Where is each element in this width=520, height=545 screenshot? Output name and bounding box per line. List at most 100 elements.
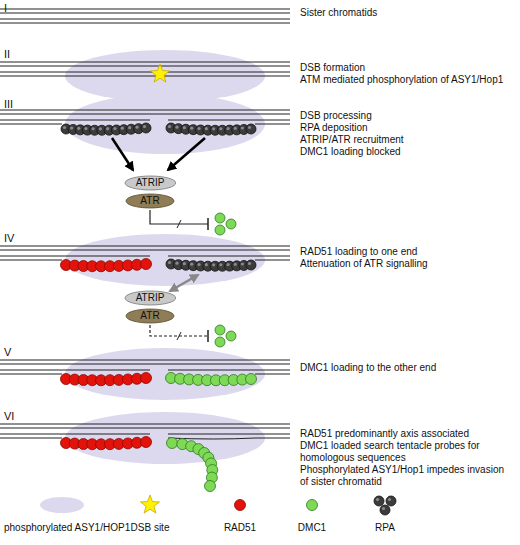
rpa-chain bbox=[61, 123, 151, 135]
phospho-axis-halo bbox=[65, 234, 265, 286]
dna-strand bbox=[0, 13, 290, 14]
panel-note: DSB processing bbox=[300, 110, 515, 122]
panel-number: II bbox=[4, 48, 10, 60]
protein-name: ATR bbox=[125, 308, 175, 324]
legend-label: RPA bbox=[375, 522, 395, 534]
legend-swatch bbox=[40, 497, 84, 513]
inhibition-bar bbox=[207, 330, 209, 342]
panel-note: Attenuation of ATR signalling bbox=[300, 258, 515, 270]
protein-filament bbox=[166, 373, 257, 386]
protein-ellipse: ATRIP bbox=[124, 175, 177, 191]
inhibition-line bbox=[150, 210, 208, 224]
weak-arrow bbox=[170, 275, 198, 291]
panel-notes: RAD51 predominantly axis associatedDMC1 … bbox=[300, 428, 515, 488]
dna-strand bbox=[0, 256, 150, 257]
panel-notes: RAD51 loading to one endAttenuation of A… bbox=[300, 246, 515, 270]
protein-filament bbox=[167, 438, 218, 492]
legend-swatch bbox=[374, 496, 396, 515]
panel-note: RAD51 loading to one end bbox=[300, 246, 515, 258]
dna-strand bbox=[0, 62, 290, 63]
protein-ellipse: ATR bbox=[125, 193, 175, 209]
dna-strand bbox=[168, 256, 290, 257]
dna-strand bbox=[0, 428, 290, 429]
panel-number: III bbox=[4, 98, 13, 110]
phospho-axis-halo bbox=[65, 348, 265, 400]
panel-note: DMC1 loading blocked bbox=[300, 146, 515, 158]
protein-name: ATR bbox=[125, 193, 175, 209]
dna-strand bbox=[0, 76, 290, 77]
dna-strand bbox=[0, 250, 290, 251]
dmc1-protein bbox=[215, 225, 225, 235]
recruit-arrow bbox=[112, 138, 133, 170]
legend-label: RAD51 bbox=[224, 522, 256, 534]
panel-number: V bbox=[4, 346, 11, 358]
panel-number: VI bbox=[4, 410, 14, 422]
protein-name: ATRIP bbox=[124, 290, 177, 306]
panel-note: ATM mediated phosphorylation of ASY1/Hop… bbox=[300, 74, 515, 86]
panel-notes: DSB formationATM mediated phosphorylatio… bbox=[300, 62, 515, 86]
panel-number: I bbox=[4, 2, 7, 14]
break-mark bbox=[177, 220, 181, 228]
rpa-chain bbox=[166, 259, 256, 271]
panel-note: Phosphorylated ASY1/Hop1 impedes invasio… bbox=[300, 464, 515, 488]
panel-notes: DSB processingRPA depositionATRIP/ATR re… bbox=[300, 110, 515, 158]
inhibition-line bbox=[150, 325, 208, 336]
inhibition-bar bbox=[207, 218, 209, 230]
panel-note: ATRIP/ATR recruitment bbox=[300, 134, 515, 146]
dna-strand bbox=[255, 374, 290, 375]
dna-strand bbox=[0, 72, 290, 73]
dna-strand bbox=[0, 438, 62, 439]
dmc1-protein bbox=[215, 337, 225, 347]
legend-label: DMC1 bbox=[298, 522, 326, 534]
protein-filament bbox=[61, 259, 152, 272]
protein-ellipse: ATR bbox=[125, 308, 175, 324]
protein-filament bbox=[61, 373, 152, 386]
dna-strand bbox=[0, 66, 290, 67]
protein-name: ATRIP bbox=[124, 175, 177, 191]
dsb-star bbox=[151, 64, 170, 82]
dna-strand bbox=[0, 370, 150, 371]
panel-note: RPA deposition bbox=[300, 122, 515, 134]
legend-swatch bbox=[307, 500, 318, 511]
dna-strand bbox=[0, 434, 150, 435]
dna-strand bbox=[0, 246, 290, 247]
dmc1-protein bbox=[215, 213, 225, 223]
dna-strand bbox=[0, 110, 290, 111]
phospho-axis-halo bbox=[65, 94, 265, 154]
protein-filament bbox=[61, 437, 152, 450]
dna-strand bbox=[168, 434, 290, 435]
dna-strand bbox=[0, 124, 62, 125]
dna-strand bbox=[0, 114, 290, 115]
rpa-chain bbox=[166, 123, 256, 135]
dna-strand bbox=[0, 19, 290, 20]
dna-strand bbox=[0, 360, 290, 361]
panel-note: DMC1 loading to the other end bbox=[300, 362, 515, 374]
dna-strand bbox=[255, 438, 290, 439]
panel-notes: Sister chromatids bbox=[300, 7, 515, 19]
panel-notes: DMC1 loading to the other end bbox=[300, 362, 515, 374]
dna-strand bbox=[0, 424, 290, 425]
dna-strand bbox=[0, 120, 150, 121]
dna-strand bbox=[0, 374, 62, 375]
dna-strand bbox=[168, 120, 290, 121]
legend-swatch bbox=[141, 495, 160, 513]
legend-label: DSB site bbox=[131, 522, 170, 534]
panel-number: IV bbox=[4, 232, 14, 244]
protein-ellipse: ATRIP bbox=[124, 290, 177, 306]
dna-strand bbox=[255, 124, 290, 125]
legend-swatch bbox=[235, 500, 246, 511]
dmc1-protein bbox=[226, 219, 236, 229]
dmc1-protein bbox=[215, 325, 225, 335]
legend-label: phosphorylated ASY1/HOP1 bbox=[4, 522, 130, 534]
dna-strand bbox=[0, 364, 290, 365]
phospho-axis-halo bbox=[65, 412, 265, 464]
dna-strand bbox=[255, 260, 290, 261]
panel-note: DMC1 loaded search tentacle probes for h… bbox=[300, 440, 515, 464]
dna-strand bbox=[0, 9, 290, 10]
break-mark bbox=[177, 332, 181, 340]
dna-strand bbox=[168, 370, 290, 371]
recruit-arrow bbox=[168, 138, 205, 170]
dna-strand bbox=[0, 23, 290, 24]
dna-strand bbox=[0, 260, 62, 261]
panel-note: RAD51 predominantly axis associated bbox=[300, 428, 515, 440]
